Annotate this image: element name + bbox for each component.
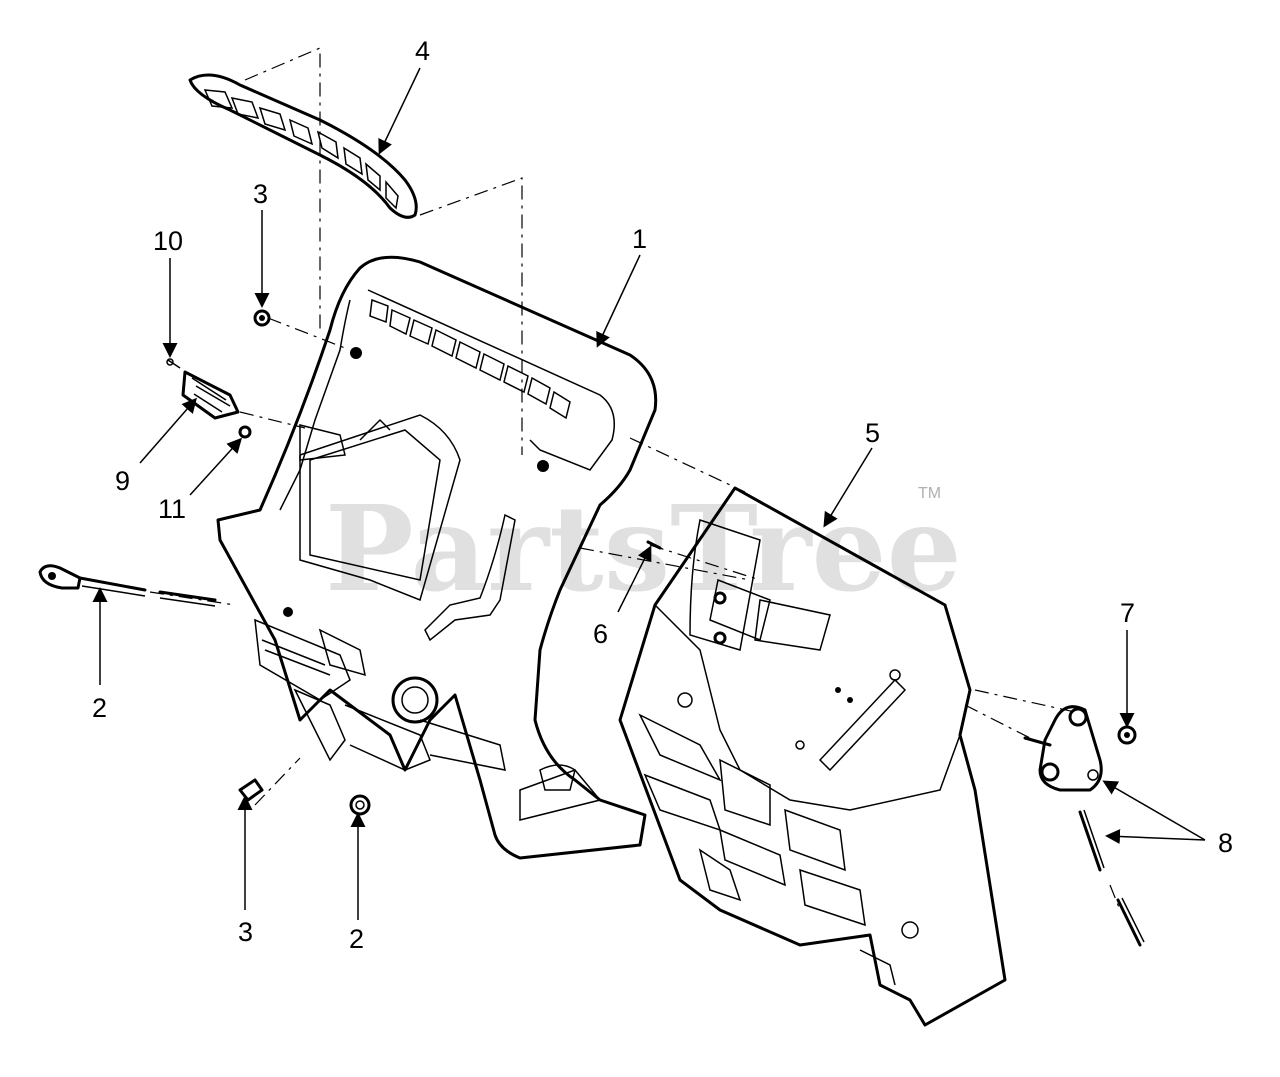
part-8-bracket-cable [1023,705,1145,947]
label-part-6: 6 [593,619,608,649]
part-5-frame-box [618,486,1007,1027]
label-part-2-left: 2 [92,693,107,723]
part-3-screw-bottom [238,778,264,802]
alignment-lines [149,317,1121,911]
label-part-9: 9 [115,466,130,496]
part-6-pin [646,540,662,550]
label-part-3-bottom: 3 [238,917,253,947]
alignment-lines-part-4 [244,47,523,455]
part-1-dash-panel [216,255,658,860]
part-9-knob [181,370,240,420]
part-10-spring [166,358,181,369]
part-7-nut [1117,725,1137,745]
label-part-4: 4 [415,36,430,66]
part-2-rod [38,564,217,607]
label-part-5: 5 [865,418,880,448]
label-part-8: 8 [1218,828,1233,858]
part-11-washer [238,425,252,439]
label-part-11: 11 [158,494,186,524]
label-part-1: 1 [632,224,647,254]
label-part-10: 10 [153,226,183,256]
part-3-screw-top [253,309,271,327]
part-2-nut [349,794,371,816]
label-part-3-top: 3 [253,179,268,209]
watermark-trademark: TM [918,485,941,502]
leader-lines [92,67,1206,920]
label-part-7: 7 [1120,598,1135,628]
label-part-2-bottom: 2 [349,924,364,954]
